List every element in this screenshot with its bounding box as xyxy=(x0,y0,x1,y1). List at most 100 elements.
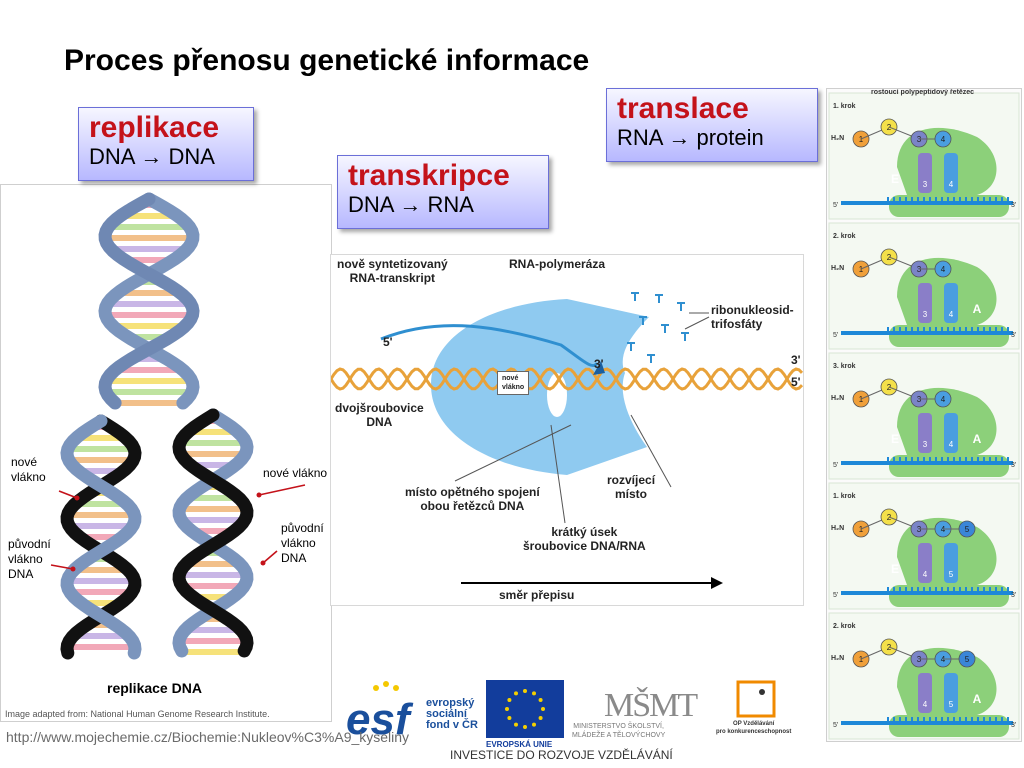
three-prime-end: 3' xyxy=(1011,592,1016,599)
amino-acid xyxy=(958,520,976,538)
mrna-codon-tick xyxy=(917,327,919,331)
n-terminus-label: H₂N xyxy=(831,525,845,532)
rejoin-site-label: místo opětného spojení obou řetězců DNA xyxy=(405,485,540,513)
mrna-codon-tick xyxy=(959,717,961,721)
mrna-codon-tick xyxy=(893,587,895,591)
amino-acid-number: 1 xyxy=(859,265,864,274)
leader-line-5 xyxy=(454,424,572,482)
mrna-codon-tick xyxy=(941,717,943,721)
mrna-codon-tick xyxy=(965,717,967,721)
ribosome-site-letter: A xyxy=(973,432,982,446)
logo-graphics: esf MŠMT xyxy=(344,680,776,744)
amino-acid-number: 1 xyxy=(859,135,864,144)
ribosome-site-letter: A xyxy=(973,692,982,706)
transcription-illustration xyxy=(331,292,803,589)
rna-transcript-strand xyxy=(380,324,599,368)
translation-step-label: 1. krok xyxy=(833,103,856,110)
mrna-codon-tick xyxy=(959,457,961,461)
eu-star xyxy=(523,725,527,729)
replication-panel: nové vlákno nové vlákno původní vlákno D… xyxy=(0,184,332,722)
transkripce-box: transkripce DNA → RNA xyxy=(337,155,549,229)
mrna-strand xyxy=(841,721,1013,725)
mrna-codon-tick xyxy=(893,457,895,461)
mrna-codon-tick xyxy=(989,587,991,591)
mrna-strand xyxy=(841,331,1013,335)
mrna-codon-tick xyxy=(965,327,967,331)
trna-molecule xyxy=(944,283,958,323)
mrna-codon-tick xyxy=(905,197,907,201)
amino-acid-number: 4 xyxy=(941,265,946,274)
mrna-codon-tick xyxy=(1007,587,1009,591)
esf-logo-mark: esf xyxy=(346,695,414,744)
mrna-codon-tick xyxy=(1007,327,1009,331)
mrna-codon-tick xyxy=(941,457,943,461)
mrna-codon-tick xyxy=(941,327,943,331)
mrna-codon-tick xyxy=(905,457,907,461)
mrna-codon-tick xyxy=(893,717,895,721)
mrna-codon-tick xyxy=(971,327,973,331)
trna-molecule xyxy=(944,673,958,713)
transcription-panel: nově syntetizovaný RNA-transkript RNA-po… xyxy=(330,254,804,606)
trna-molecule xyxy=(918,673,932,713)
eu-stars xyxy=(505,689,545,729)
dna-template-strand xyxy=(331,367,803,391)
mrna-codon-tick xyxy=(983,717,985,721)
five-prime-end: 5' xyxy=(833,592,838,599)
mrna-codon-tick xyxy=(935,457,937,461)
trna-number: 3 xyxy=(923,180,928,189)
transkripce-subtitle: DNA → RNA xyxy=(348,192,474,217)
msmt-logo-mark: MŠMT xyxy=(604,686,698,724)
nucleotide-2 xyxy=(655,294,663,303)
nucleotide-4 xyxy=(639,316,647,325)
replikace-subtitle: DNA → DNA xyxy=(89,144,215,169)
source-url[interactable]: http://www.mojechemie.cz/Biochemie:Nukle… xyxy=(6,729,410,745)
nucleotide-5 xyxy=(661,324,669,333)
double-helix-label: dvojšroubovice DNA xyxy=(335,401,424,429)
nucleotide-8 xyxy=(647,354,655,363)
image-credit: Image adapted from: National Human Genom… xyxy=(5,709,270,719)
parent-helix-strand-a xyxy=(98,192,200,410)
n-terminus-label: H₂N xyxy=(831,655,845,662)
amino-acid-number: 1 xyxy=(859,525,864,534)
five-prime-end: 5' xyxy=(833,462,838,469)
translation-panel: 123434E5'3'123434A5'3'123434EA5'3'123454… xyxy=(826,88,1022,742)
mrna-codon-tick xyxy=(995,197,997,201)
new-strand-left-label: nové vlákno xyxy=(11,455,46,484)
mrna-codon-tick xyxy=(995,327,997,331)
nucleotide-3 xyxy=(677,302,685,311)
mrna-codon-tick xyxy=(959,197,961,201)
mrna-codon-tick xyxy=(953,197,955,201)
mrna-codon-tick xyxy=(965,457,967,461)
translace-box: translace RNA → protein xyxy=(606,88,818,162)
mrna-codon-tick xyxy=(905,717,907,721)
esf-star-1 xyxy=(373,685,379,691)
mrna-codon-tick xyxy=(1001,197,1003,201)
mrna-codon-tick xyxy=(911,587,913,591)
mrna-codon-tick xyxy=(923,457,925,461)
label-arrow-3 xyxy=(50,564,74,570)
leader-line-2 xyxy=(684,316,710,330)
eu-star xyxy=(514,691,518,696)
mrna-codon-tick xyxy=(977,457,979,461)
label-arrow-2 xyxy=(258,484,306,496)
mrna-codon-tick xyxy=(887,457,889,461)
mrna-codon-tick xyxy=(977,587,979,591)
op-logo-frame xyxy=(736,680,776,718)
mrna-codon-tick xyxy=(899,327,901,331)
mrna-codon-tick xyxy=(917,457,919,461)
original-strand-right-label: původní vlákno DNA xyxy=(281,521,324,565)
mrna-strand xyxy=(841,461,1013,465)
ribosome-site-letter: E xyxy=(891,172,899,186)
mrna-codon-tick xyxy=(899,197,901,201)
mrna-codon-tick xyxy=(977,327,979,331)
parent-helix-strand-b xyxy=(98,192,200,410)
three-prime-end: 3' xyxy=(1011,332,1016,339)
trna-number: 4 xyxy=(923,570,928,579)
amino-acid-number: 4 xyxy=(941,135,946,144)
trna-molecule xyxy=(918,543,932,583)
amino-acid xyxy=(934,260,952,278)
mrna-codon-tick xyxy=(941,587,943,591)
transcript-growth-arrow xyxy=(593,361,605,375)
ntp-label: ribonukleosid- trifosfáty xyxy=(711,303,794,331)
mrna-codon-tick xyxy=(989,717,991,721)
